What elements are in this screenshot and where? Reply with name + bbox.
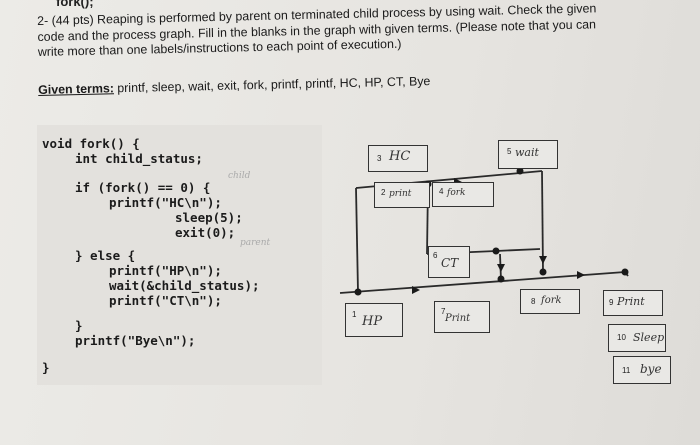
code-line: printf("Bye\n"); xyxy=(75,333,196,348)
arrow-head xyxy=(539,256,547,264)
code-line: wait(&child_status); xyxy=(109,278,260,293)
blank-box-4[interactable]: 4 fork xyxy=(432,182,494,207)
execution-point xyxy=(516,167,524,175)
code-line: exit(0); xyxy=(175,225,236,240)
arrow-head xyxy=(412,286,420,294)
child-vertical-line xyxy=(355,187,359,293)
blank-box-3[interactable]: 3 HC xyxy=(368,145,428,172)
code-line: } else { xyxy=(75,248,136,263)
code-line: int child_status; xyxy=(75,151,203,166)
code-line: printf("CT\n"); xyxy=(109,293,222,308)
code-line: } xyxy=(42,360,50,375)
code-line: printf("HC\n"); xyxy=(109,195,222,210)
child-annotation: child xyxy=(228,171,251,181)
blank-box-5[interactable]: 5 wait xyxy=(498,140,558,169)
grandchild-exit-line xyxy=(495,248,541,252)
execution-point xyxy=(492,247,500,255)
code-line: printf("HP\n"); xyxy=(109,263,222,278)
pencil-scribble: ~ xyxy=(175,0,185,6)
code-line: sleep(5); xyxy=(175,210,243,225)
reap-line xyxy=(541,170,544,273)
parent-annotation: parent xyxy=(240,238,271,248)
execution-point xyxy=(354,288,362,296)
code-line: if (fork() == 0) { xyxy=(75,180,211,195)
blank-box-7[interactable]: 7 Print xyxy=(434,301,490,333)
execution-point xyxy=(497,275,505,283)
blank-box-1[interactable]: 1 HP xyxy=(345,303,403,337)
code-line: void fork() { xyxy=(42,136,140,151)
blank-box-8[interactable]: 8 fork xyxy=(520,289,580,314)
blank-box-9[interactable]: 9 Print xyxy=(603,290,663,316)
blank-box-2[interactable]: 2 print xyxy=(374,182,430,208)
execution-point xyxy=(621,268,629,276)
blank-box-11[interactable]: 11 bye xyxy=(613,356,671,384)
previous-code-fragment: fork(); xyxy=(56,0,94,9)
code-line: } xyxy=(75,318,83,333)
arrow-head xyxy=(577,271,585,279)
blank-box-6[interactable]: 6 CT xyxy=(428,246,470,278)
code-listing-background xyxy=(37,125,322,385)
blank-box-10[interactable]: 10 Sleep xyxy=(608,324,666,352)
execution-point xyxy=(539,268,547,276)
arrow-head xyxy=(497,264,505,272)
